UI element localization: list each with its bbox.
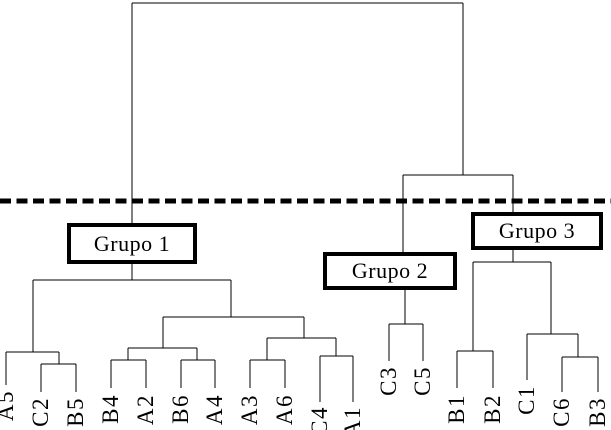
leaf-label-c2: C2 — [28, 397, 53, 427]
leaf-label-b2: B2 — [480, 394, 505, 424]
leaf-label-c4: C4 — [307, 406, 332, 430]
leaf-label-c6: C6 — [549, 397, 574, 427]
group-2-label: Grupo 2 — [351, 258, 429, 283]
leaf-label-a5: A5 — [0, 390, 18, 422]
leaf-label-a1: A1 — [340, 406, 365, 430]
group-box-grupo-1: Grupo 1 — [67, 223, 197, 264]
group-3-label: Grupo 3 — [498, 218, 576, 243]
leaf-label-a4: A4 — [202, 394, 227, 426]
leaf-label-a2: A2 — [133, 394, 158, 426]
group-box-grupo-2: Grupo 2 — [323, 252, 457, 290]
group-box-grupo-3: Grupo 3 — [471, 212, 603, 250]
leaf-label-b3: B3 — [585, 397, 610, 427]
leaf-label-b6: B6 — [168, 394, 193, 424]
leaf-label-b5: B5 — [63, 397, 88, 427]
leaf-label-c5: C5 — [410, 366, 435, 396]
group-1-label: Grupo 1 — [93, 230, 171, 256]
leaf-label-a6: A6 — [272, 394, 297, 426]
leaf-label-c3: C3 — [376, 366, 401, 396]
leaf-label-b4: B4 — [98, 394, 123, 424]
leaf-label-a3: A3 — [237, 394, 262, 426]
leaf-label-b1: B1 — [444, 394, 469, 424]
leaf-label-c1: C1 — [514, 385, 539, 415]
